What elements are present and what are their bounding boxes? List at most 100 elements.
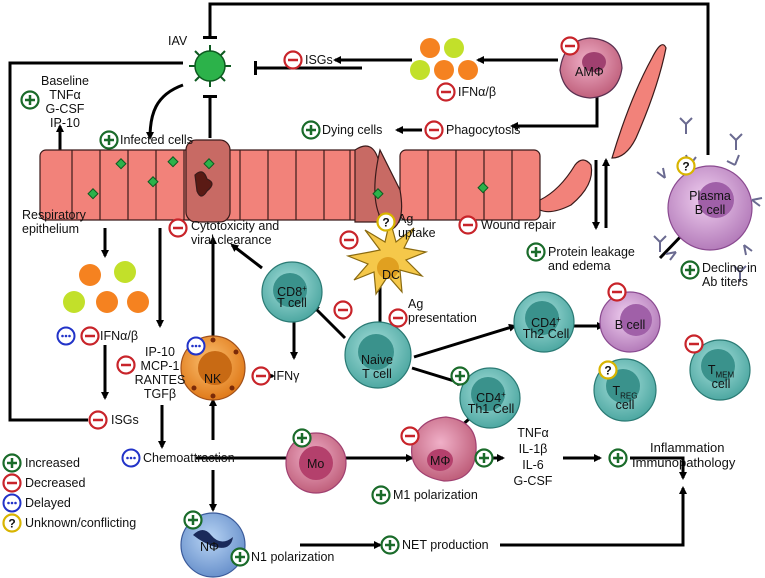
label-treg-main: T	[612, 384, 621, 398]
label-decline-2: Ab titers	[702, 275, 748, 289]
label-naive-2: T cell	[362, 367, 392, 381]
delayed-symbol	[186, 336, 206, 356]
label-cd4-th1: CD4+	[462, 388, 520, 405]
decreased-symbol	[339, 230, 359, 250]
label-inflammation-2: Immunopathology	[632, 455, 736, 470]
label-m1-polarization: M1 polarization	[393, 488, 478, 502]
increased-symbol	[680, 260, 700, 280]
label-wound-repair: Wound repair	[481, 218, 556, 232]
label-mphi: MΦ	[430, 454, 451, 468]
svg-text:?: ?	[8, 517, 15, 531]
increased-symbol	[371, 485, 391, 505]
label-respiratory-epithelium-1: Respiratory	[22, 208, 86, 222]
svg-text:?: ?	[604, 364, 611, 378]
label-net-production: NET production	[402, 538, 489, 552]
label-ip10: IP-10	[145, 345, 175, 359]
arrows	[56, 56, 687, 549]
label-protein-leakage-2: and edema	[548, 259, 611, 273]
unknown-symbol: ?	[676, 156, 696, 176]
label-dc: DC	[382, 268, 401, 282]
label-tmem-sub: MEM	[715, 370, 735, 380]
legend-decreased-symbol	[2, 473, 22, 493]
label-cd4-th2-main: CD4	[531, 316, 557, 331]
decreased-symbol	[88, 410, 108, 430]
free-antibodies	[653, 117, 747, 282]
label-bcell: B cell	[614, 318, 646, 332]
legend-decreased-label: Decreased	[25, 476, 86, 490]
tmem-shape	[689, 339, 751, 401]
delayed-symbol	[56, 326, 76, 346]
decreased-symbol	[424, 120, 444, 140]
label-amphi: AMΦ	[575, 65, 604, 79]
label-cd8-tcell: CD8+	[266, 282, 318, 299]
legend-increased-symbol	[2, 453, 22, 473]
increased-symbol	[380, 535, 400, 555]
mphi-shape	[411, 416, 477, 482]
cd4-th1-shape	[459, 367, 521, 429]
decreased-symbol	[560, 36, 580, 56]
ifn-cluster-left	[63, 261, 149, 313]
label-treg-line2: cell	[615, 398, 635, 412]
legend-unknown-label: Unknown/conflicting	[25, 516, 137, 530]
label-respiratory-epithelium-2: epithelium	[22, 222, 79, 236]
decreased-symbol	[607, 282, 627, 302]
label-ag-presentation-2: presentation	[408, 311, 477, 325]
label-ifn-top: IFNα/β	[458, 85, 497, 99]
label-mo: Mo	[307, 457, 325, 471]
legend-delayed-symbol	[2, 493, 22, 513]
label-tnfa-baseline: TNFα	[49, 88, 81, 102]
label-protein-leakage-1: Protein leakage	[548, 245, 635, 259]
feedback-lines	[8, 2, 710, 422]
increased-symbol	[292, 428, 312, 448]
label-phagocytosis: Phagocytosis	[446, 123, 521, 137]
decreased-symbol	[436, 82, 456, 102]
label-rantes: RANTES	[134, 373, 186, 387]
label-ip10-baseline: IP-10	[50, 116, 80, 130]
label-infected-cells: Infected cells	[120, 133, 193, 147]
label-treg: TREG	[598, 384, 652, 404]
label-ifng: IFNγ	[273, 369, 300, 383]
label-cd4-th1-main: CD4	[476, 391, 502, 406]
decreased-symbol	[388, 308, 408, 328]
decreased-symbol	[684, 334, 704, 354]
increased-symbol	[230, 547, 250, 567]
label-cd4-th1-line2: Th1 Cell	[467, 402, 515, 416]
label-decline-1: Decline in	[702, 261, 757, 275]
status-symbols: ? ? ? ?	[2, 36, 704, 567]
ifn-cluster-top	[410, 38, 478, 80]
label-baseline: Baseline	[41, 74, 89, 88]
label-il1b: IL-1β	[518, 442, 548, 456]
label-tnfa: TNFα	[517, 426, 549, 440]
decreased-symbol	[251, 366, 271, 386]
delayed-symbol	[121, 448, 141, 468]
label-ag-uptake-1: Ag	[398, 212, 414, 226]
label-nk: NK	[204, 372, 222, 386]
label-chemoattraction: Chemoattraction	[143, 451, 235, 465]
decreased-symbol	[116, 355, 136, 375]
label-cd4-th2-line2: Th2 Cell	[522, 327, 570, 341]
label-gcsf-baseline: G-CSF	[45, 102, 85, 116]
label-inflammation-1: Inflammation	[650, 440, 725, 455]
label-ag-presentation-1: Ag	[408, 297, 424, 311]
label-nphi: NΦ	[200, 540, 220, 554]
label-cd8-sup: +	[302, 284, 307, 293]
iav-virion	[189, 45, 231, 87]
svg-text:?: ?	[382, 216, 389, 230]
label-ag-uptake-2: uptake	[398, 226, 436, 240]
label-n1-polarization: N1 polarization	[251, 550, 335, 564]
virus-particles-in-cells	[87, 156, 489, 200]
label-ifn-left: IFNα/β	[100, 329, 139, 343]
decreased-symbol	[80, 326, 100, 346]
legend-delayed-label: Delayed	[25, 496, 71, 510]
cd4-th2-shape	[513, 291, 575, 353]
label-naive-1: Naive	[361, 353, 393, 367]
legend-unknown-symbol: ?	[2, 513, 22, 533]
increased-symbol	[474, 448, 494, 468]
label-isgs-top: ISGs	[305, 53, 333, 67]
label-isgs-left: ISGs	[111, 413, 139, 427]
unknown-symbol: ?	[598, 360, 618, 380]
increased-symbol	[20, 90, 40, 110]
cd8-tcell-shape	[261, 261, 323, 323]
label-gcsf: G-CSF	[513, 474, 553, 488]
